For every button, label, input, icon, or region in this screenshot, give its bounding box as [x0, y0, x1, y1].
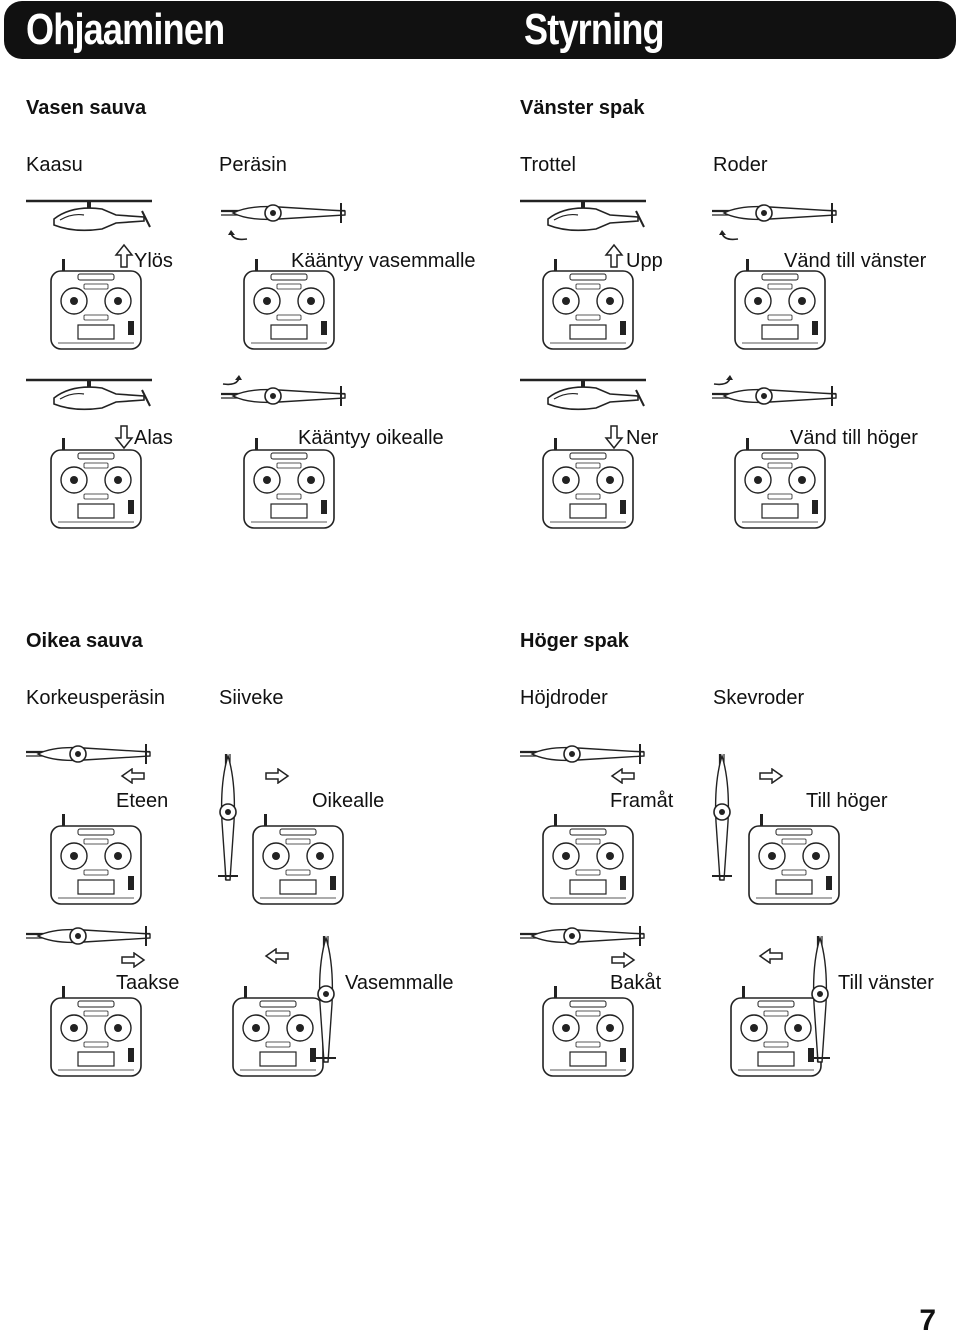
arrow-left-icon — [759, 948, 783, 964]
column-label-aileron-sv: Skevroder — [713, 687, 805, 709]
transmitter-icon — [50, 813, 142, 905]
column-label-elevator-sv: Höjdroder — [520, 687, 608, 709]
section-heading-left-stick-sv: Vänster spak — [520, 97, 645, 119]
column-label-throttle-sv: Trottel — [520, 154, 576, 176]
arrow-right-icon — [759, 768, 783, 784]
helicopter-top-icon — [24, 742, 152, 766]
diagram-aileron-right-sv: Till höger — [706, 740, 936, 910]
transmitter-icon — [748, 813, 840, 905]
transmitter-icon — [243, 437, 335, 529]
helicopter-top-icon — [710, 384, 838, 408]
direction-label: Bakåt — [610, 972, 662, 994]
helicopter-top-icon — [219, 201, 347, 225]
transmitter-icon — [252, 813, 344, 905]
direction-label: Oikealle — [312, 790, 385, 812]
diagram-throttle-down-sv: Ner — [518, 374, 748, 544]
direction-label: Ylös — [134, 250, 173, 272]
transmitter-icon — [50, 437, 142, 529]
diagram-throttle-down-fi: Alas — [24, 374, 254, 544]
diagram-aileron-left-sv: Till vänster — [706, 922, 936, 1092]
header-title-fi: Ohjaaminen — [26, 5, 225, 54]
helicopter-vertical-icon — [216, 752, 240, 882]
diagram-throttle-up-fi: Ylös — [24, 195, 254, 365]
arrow-left-icon — [121, 768, 145, 784]
diagram-turn-right-fi: Kääntyy oikealle — [219, 374, 449, 544]
direction-label: Framåt — [610, 790, 674, 812]
column-label-aileron-fi: Siiveke — [219, 687, 284, 709]
arrow-right-icon — [121, 952, 145, 968]
column-label-rudder-sv: Roder — [713, 154, 768, 176]
section-heading-left-stick-fi: Vasen sauva — [26, 97, 147, 119]
column-label-elevator-fi: Korkeusperäsin — [26, 687, 165, 709]
transmitter-icon — [734, 258, 826, 350]
arrow-right-icon — [611, 952, 635, 968]
diagram-turn-right-sv: Vänd till höger — [710, 374, 940, 544]
rotate-left-icon — [718, 229, 739, 241]
direction-label: Ner — [626, 427, 659, 449]
transmitter-icon — [542, 258, 634, 350]
direction-label: Alas — [134, 427, 173, 449]
header-title-sv: Styrning — [524, 5, 665, 54]
direction-label: Kääntyy oikealle — [298, 427, 444, 449]
direction-label: Till vänster — [838, 972, 934, 994]
diagram-elevator-forward-sv: Framåt — [518, 740, 748, 910]
diagram-aileron-right-fi: Oikealle — [212, 740, 442, 910]
helicopter-vertical-icon — [808, 934, 832, 1064]
diagram-turn-left-sv: Vänd till vänster — [710, 195, 940, 365]
section-heading-right-stick-fi: Oikea sauva — [26, 630, 143, 652]
helicopter-top-icon — [24, 924, 152, 948]
direction-label: Eteen — [116, 790, 169, 812]
diagram-elevator-back-fi: Taakse — [24, 922, 254, 1092]
diagram-aileron-left-fi: Vasemmalle — [212, 922, 454, 1092]
transmitter-icon — [542, 813, 634, 905]
diagram-throttle-up-sv: Upp — [518, 195, 748, 365]
helicopter-top-icon — [518, 924, 646, 948]
direction-label: Vasemmalle — [345, 972, 454, 994]
column-label-rudder-fi: Peräsin — [219, 154, 287, 176]
direction-label: Upp — [626, 250, 663, 272]
helicopter-side-icon — [518, 378, 648, 411]
diagram-elevator-forward-fi: Eteen — [24, 740, 254, 910]
diagram-elevator-back-sv: Bakåt — [518, 922, 748, 1092]
transmitter-icon — [243, 258, 335, 350]
transmitter-icon — [542, 437, 634, 529]
arrow-left-icon — [611, 768, 635, 784]
direction-label: Taakse — [116, 972, 180, 994]
direction-label: Vänd till vänster — [784, 250, 927, 272]
transmitter-icon — [734, 437, 826, 529]
helicopter-vertical-icon — [710, 752, 734, 882]
helicopter-side-icon — [24, 378, 154, 411]
direction-label: Till höger — [806, 790, 888, 812]
column-label-throttle-fi: Kaasu — [26, 154, 83, 176]
diagram-turn-left-fi: Kääntyy vasemmalle — [219, 195, 476, 365]
helicopter-side-icon — [518, 199, 648, 232]
helicopter-top-icon — [710, 201, 838, 225]
helicopter-top-icon — [219, 384, 347, 408]
section-heading-right-stick-sv: Höger spak — [520, 630, 629, 652]
transmitter-icon — [50, 258, 142, 350]
page-number: 7 — [919, 1304, 936, 1337]
arrow-right-icon — [265, 768, 289, 784]
helicopter-side-icon — [24, 199, 154, 232]
arrow-left-icon — [265, 948, 289, 964]
page-header-bar: Ohjaaminen Styrning — [4, 1, 956, 59]
transmitter-icon — [50, 985, 142, 1077]
direction-label: Vänd till höger — [790, 427, 918, 449]
rotate-left-icon — [227, 229, 248, 241]
helicopter-top-icon — [518, 742, 646, 766]
direction-label: Kääntyy vasemmalle — [291, 250, 476, 272]
helicopter-vertical-icon — [314, 934, 338, 1064]
transmitter-icon — [542, 985, 634, 1077]
